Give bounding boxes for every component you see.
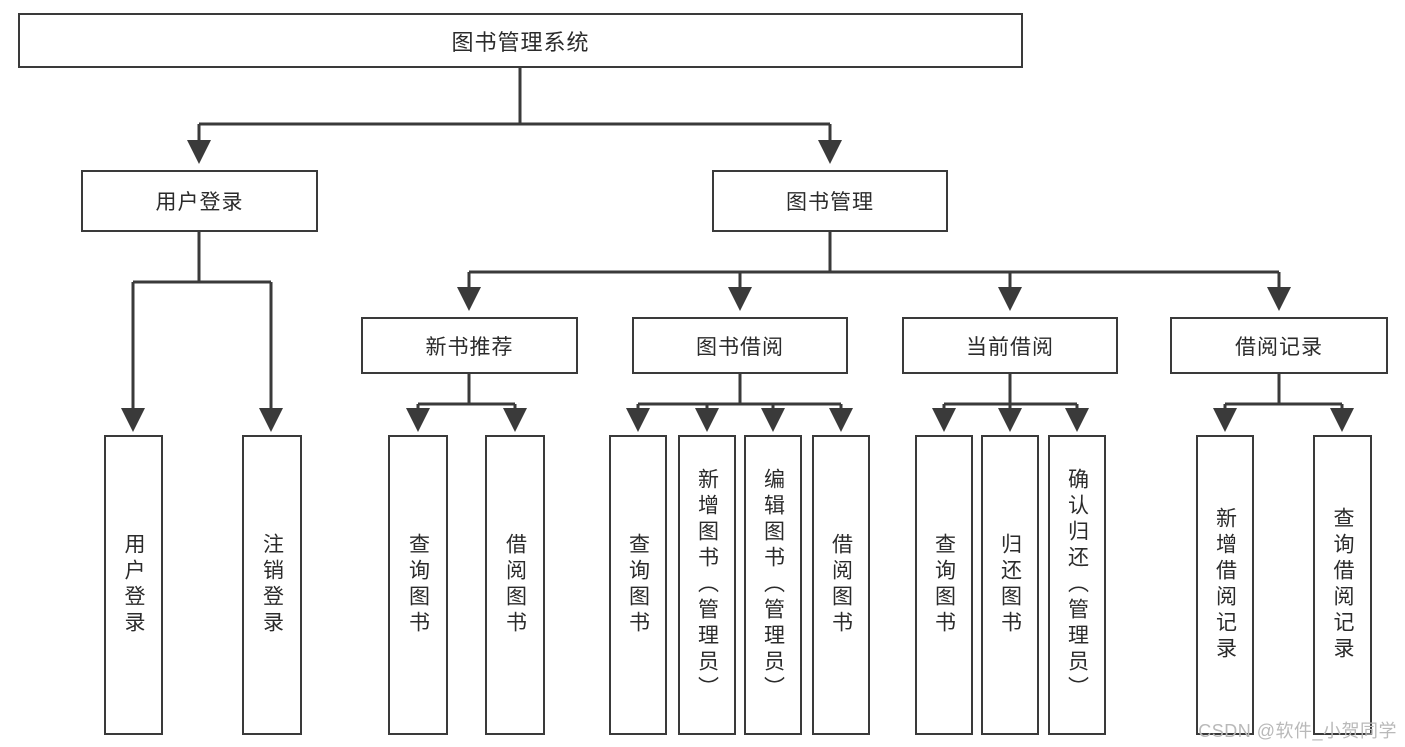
node-label: 新增图书（管理员） (695, 468, 719, 702)
node-book-borrow[interactable]: 图书借阅 (632, 317, 848, 374)
node-label: 借阅图书 (829, 533, 853, 637)
watermark: CSDN @软件_小贺同学 (1198, 721, 1397, 741)
node-leaf-logout-login[interactable]: 注销登录 (242, 435, 302, 735)
node-label: 当前借阅 (966, 335, 1054, 359)
node-label: 新书推荐 (425, 335, 514, 359)
node-leaf-borrow-book-2[interactable]: 借阅图书 (812, 435, 870, 735)
node-leaf-confirm-return[interactable]: 确认归还（管理员） (1048, 435, 1106, 735)
node-leaf-query-book-2[interactable]: 查询图书 (609, 435, 667, 735)
node-label: 编辑图书（管理员） (761, 468, 785, 702)
node-new-book-recommend[interactable]: 新书推荐 (361, 317, 578, 374)
node-label: 图书管理 (786, 191, 874, 214)
node-label: 借阅记录 (1235, 335, 1323, 359)
node-user-login[interactable]: 用户登录 (81, 170, 318, 232)
node-label: 查询图书 (626, 533, 650, 637)
node-label: 查询图书 (406, 533, 430, 637)
node-root-system[interactable]: 图书管理系统 (18, 13, 1023, 68)
node-leaf-user-login[interactable]: 用户登录 (104, 435, 163, 735)
node-leaf-query-book-3[interactable]: 查询图书 (915, 435, 973, 735)
node-label: 查询借阅记录 (1331, 507, 1354, 663)
node-label: 用户登录 (122, 533, 145, 637)
node-label: 注销登录 (260, 533, 284, 637)
node-leaf-edit-book[interactable]: 编辑图书（管理员） (744, 435, 802, 735)
node-label: 确认归还（管理员） (1065, 468, 1089, 702)
node-book-management[interactable]: 图书管理 (712, 170, 948, 232)
node-label: 归还图书 (998, 533, 1022, 637)
node-borrow-record[interactable]: 借阅记录 (1170, 317, 1388, 374)
node-label: 图书管理系统 (451, 29, 590, 55)
node-leaf-add-book[interactable]: 新增图书（管理员） (678, 435, 736, 735)
node-label: 查询图书 (932, 533, 956, 637)
node-leaf-add-record[interactable]: 新增借阅记录 (1196, 435, 1254, 735)
node-leaf-borrow-book-1[interactable]: 借阅图书 (485, 435, 545, 735)
node-label: 新增借阅记录 (1213, 507, 1237, 663)
node-leaf-query-record[interactable]: 查询借阅记录 (1313, 435, 1372, 735)
node-leaf-query-book-1[interactable]: 查询图书 (388, 435, 448, 735)
node-label: 用户登录 (155, 191, 244, 214)
node-current-borrow[interactable]: 当前借阅 (902, 317, 1118, 374)
node-leaf-return-book[interactable]: 归还图书 (981, 435, 1039, 735)
node-label: 图书借阅 (696, 335, 784, 359)
node-label: 借阅图书 (503, 533, 527, 637)
